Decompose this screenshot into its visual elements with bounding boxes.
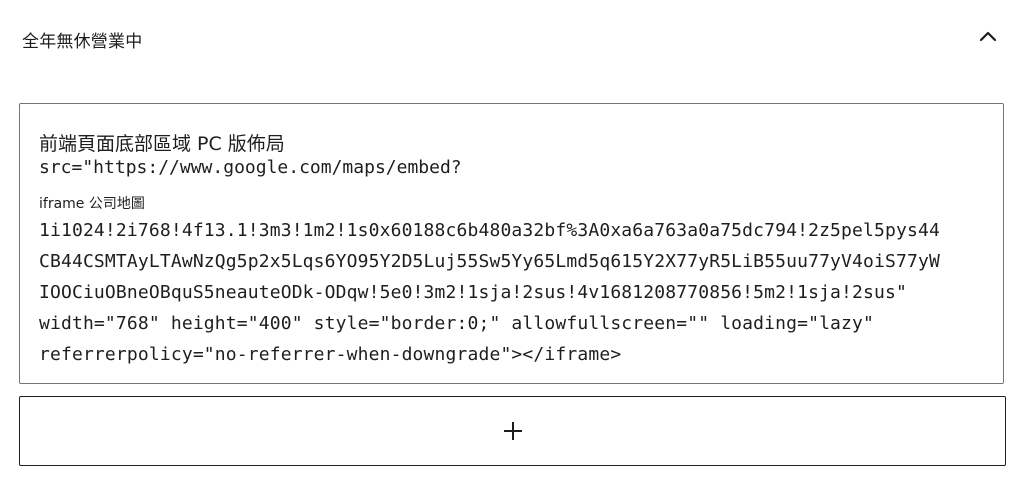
chevron-up-icon	[979, 31, 997, 42]
code-line: IOOCiuOBneOBquS5neauteODk-ODqw!5e0!3m2!1…	[39, 282, 907, 303]
code-line: 1i1024!2i768!4f13.1!3m3!1m2!1s0x60188c6b…	[39, 220, 940, 241]
code-src-line: src="https://www.google.com/maps/embed?	[39, 157, 462, 178]
custom-html-block[interactable]: 前端頁面底部區域 PC 版佈局 src="https://www.google.…	[19, 103, 1004, 384]
code-lines: 1i1024!2i768!4f13.1!3m3!1m2!1s0x60188c6b…	[39, 215, 940, 370]
code-line: CB44CSMTAyLTAwNzQg5p2x5Lqs6YO95Y2D5Luj55…	[39, 251, 940, 272]
panel-title: 全年無休營業中	[22, 32, 143, 52]
plus-icon	[503, 422, 522, 440]
block-subtitle: iframe 公司地圖	[39, 196, 145, 212]
collapse-panel-button[interactable]	[970, 18, 1006, 54]
code-line: referrerpolicy="no-referrer-when-downgra…	[39, 344, 622, 365]
code-line: width="768" height="400" style="border:0…	[39, 313, 875, 334]
block-title: 前端頁面底部區域 PC 版佈局	[39, 133, 285, 155]
add-block-button[interactable]	[19, 396, 1006, 466]
panel-header: 全年無休營業中	[0, 0, 1024, 82]
